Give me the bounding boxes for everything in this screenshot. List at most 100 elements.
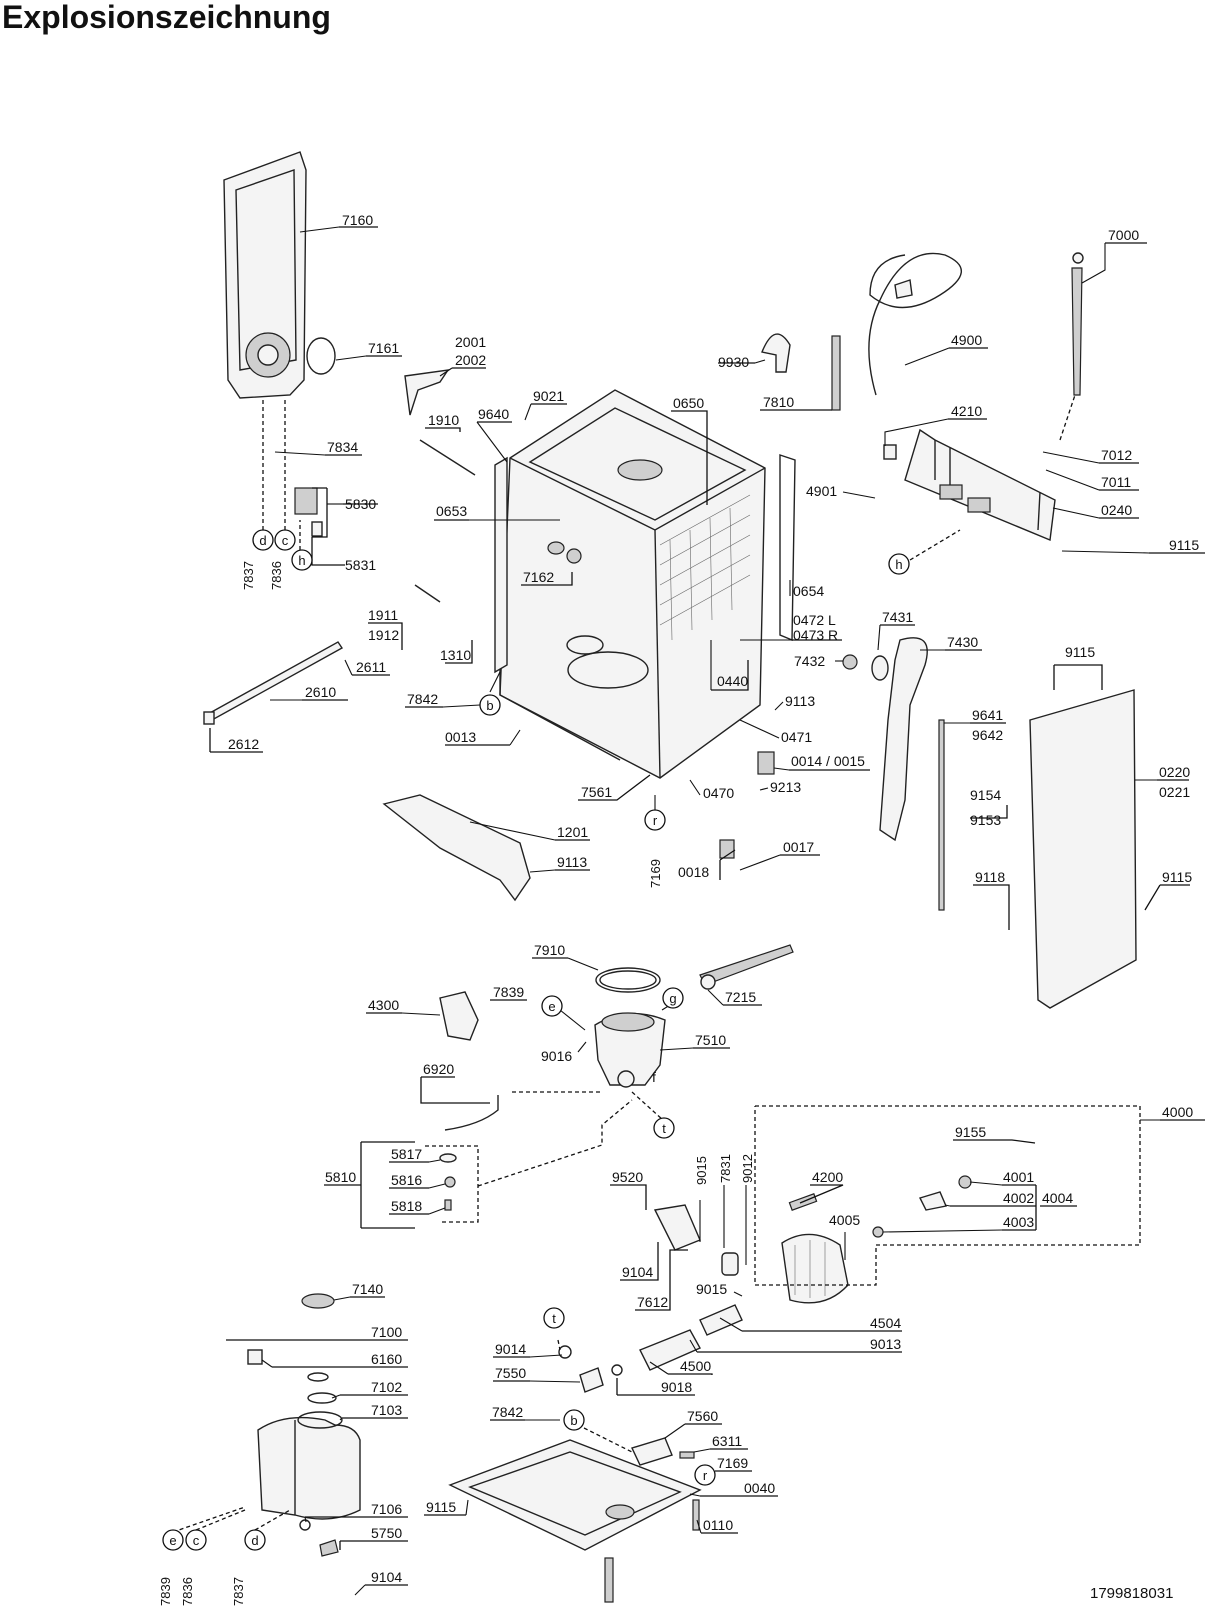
callout-h-left: h [291,549,313,571]
label-9113-mid: 9113 [785,693,815,709]
label-f: f [652,1069,656,1085]
label-5816: 5816 [391,1172,422,1188]
label-5750: 5750 [371,1525,402,1541]
label-2610: 2610 [305,684,336,700]
hose-7000 [1071,267,1083,396]
valve-5830 [294,487,323,537]
label-6311: 6311 [712,1433,742,1449]
label-9642: 9642 [972,727,1003,743]
label-4005: 4005 [829,1212,860,1228]
ring-7910 [595,967,661,993]
hook-9930 [761,333,791,373]
float-7560 [631,1437,673,1466]
label-2002: 2002 [455,352,486,368]
svg-text:t: t [662,1121,666,1136]
callout-e-top: e [541,995,563,1017]
rail-2610 [206,641,344,721]
label-1310: 1310 [440,647,471,663]
label-0221: 0221 [1159,784,1190,800]
callout-d-top: d [252,529,274,551]
part-7140 [301,1293,335,1309]
label-7011: 7011 [1101,474,1131,490]
svg-text:c: c [282,533,289,548]
label-7842-low: 7842 [492,1404,523,1420]
callout-c-low: c [185,1529,207,1551]
valve-9520 [653,1204,701,1251]
label-7837-low: 7837 [231,1577,246,1606]
svg-text:r: r [653,813,658,828]
label-7842-top: 7842 [407,691,438,707]
label-7169-top: 7169 [648,859,663,888]
plug-4900 [894,279,913,299]
label-0470: 0470 [703,785,734,801]
bracket-2001 [404,369,450,416]
part-4300 [439,991,479,1041]
label-9213: 9213 [770,779,801,795]
label-5831: 5831 [345,557,376,573]
label-2001: 2001 [455,334,486,350]
label-0653: 0653 [436,503,467,519]
label-9021: 9021 [533,388,564,404]
svg-text:r: r [703,1468,708,1483]
label-9104-low: 9104 [371,1569,402,1585]
label-7836-top: 7836 [269,561,284,590]
label-7561: 7561 [581,784,612,800]
label-4901: 4901 [806,483,837,499]
svg-text:h: h [298,553,305,568]
label-7140: 7140 [352,1281,383,1297]
label-9014: 9014 [495,1341,526,1357]
label-0110: 0110 [703,1517,733,1533]
callout-g: g [662,987,684,1009]
label-5818: 5818 [391,1198,422,1214]
base-tray-0040 [448,1439,702,1603]
label-0040: 0040 [744,1480,775,1496]
label-4504: 4504 [870,1315,901,1331]
label-5810: 5810 [325,1169,356,1185]
page-title: Explosionszeichnung [2,0,331,35]
label-6160: 6160 [371,1351,402,1367]
label-9154: 9154 [970,787,1001,803]
label-5830: 5830 [345,496,376,512]
label-0018: 0018 [678,864,709,880]
label-0014: 0014 / 0015 [791,753,865,769]
hinge-arm-7430 [879,637,928,842]
svg-text:g: g [669,991,676,1006]
label-7839-low: 7839 [158,1577,173,1606]
label-9115-right: 9115 [1169,537,1199,553]
svg-text:d: d [259,533,266,548]
label-4200: 4200 [812,1169,843,1185]
label-9520: 9520 [612,1169,643,1185]
pump-4000 [721,1175,972,1304]
label-7012: 7012 [1101,447,1132,463]
label-4000: 4000 [1162,1104,1193,1120]
washer-7432 [842,654,858,670]
callout-t-mid: t [653,1117,675,1139]
callout-t-low: t [543,1307,565,1329]
label-7612: 7612 [637,1294,668,1310]
label-7215: 7215 [725,989,756,1005]
label-0220: 0220 [1159,764,1190,780]
label-7837-top: 7837 [241,561,256,590]
label-4210: 4210 [951,403,982,419]
callout-r-low: r [694,1464,716,1486]
container-7100 [247,1349,361,1557]
callout-d-low: d [244,1529,266,1551]
part-0014 [757,751,775,775]
label-7430: 7430 [947,634,978,650]
label-1911: 1911 [368,607,398,623]
label-7910: 7910 [534,942,565,958]
svg-text:h: h [895,557,902,572]
label-9115-door-top: 9115 [1065,644,1095,660]
label-9016: 9016 [541,1048,572,1064]
spring-7810 [831,335,841,411]
leader-lines [172,226,1205,1596]
label-7162: 7162 [523,569,554,585]
label-4004: 4004 [1042,1190,1073,1206]
label-9015-top: 9015 [694,1156,709,1185]
label-9113-lower: 9113 [557,854,587,870]
label-0472: 0472 L [793,612,836,628]
label-7550: 7550 [495,1365,526,1381]
tube-4500 [639,1329,701,1371]
label-9118: 9118 [975,869,1005,885]
